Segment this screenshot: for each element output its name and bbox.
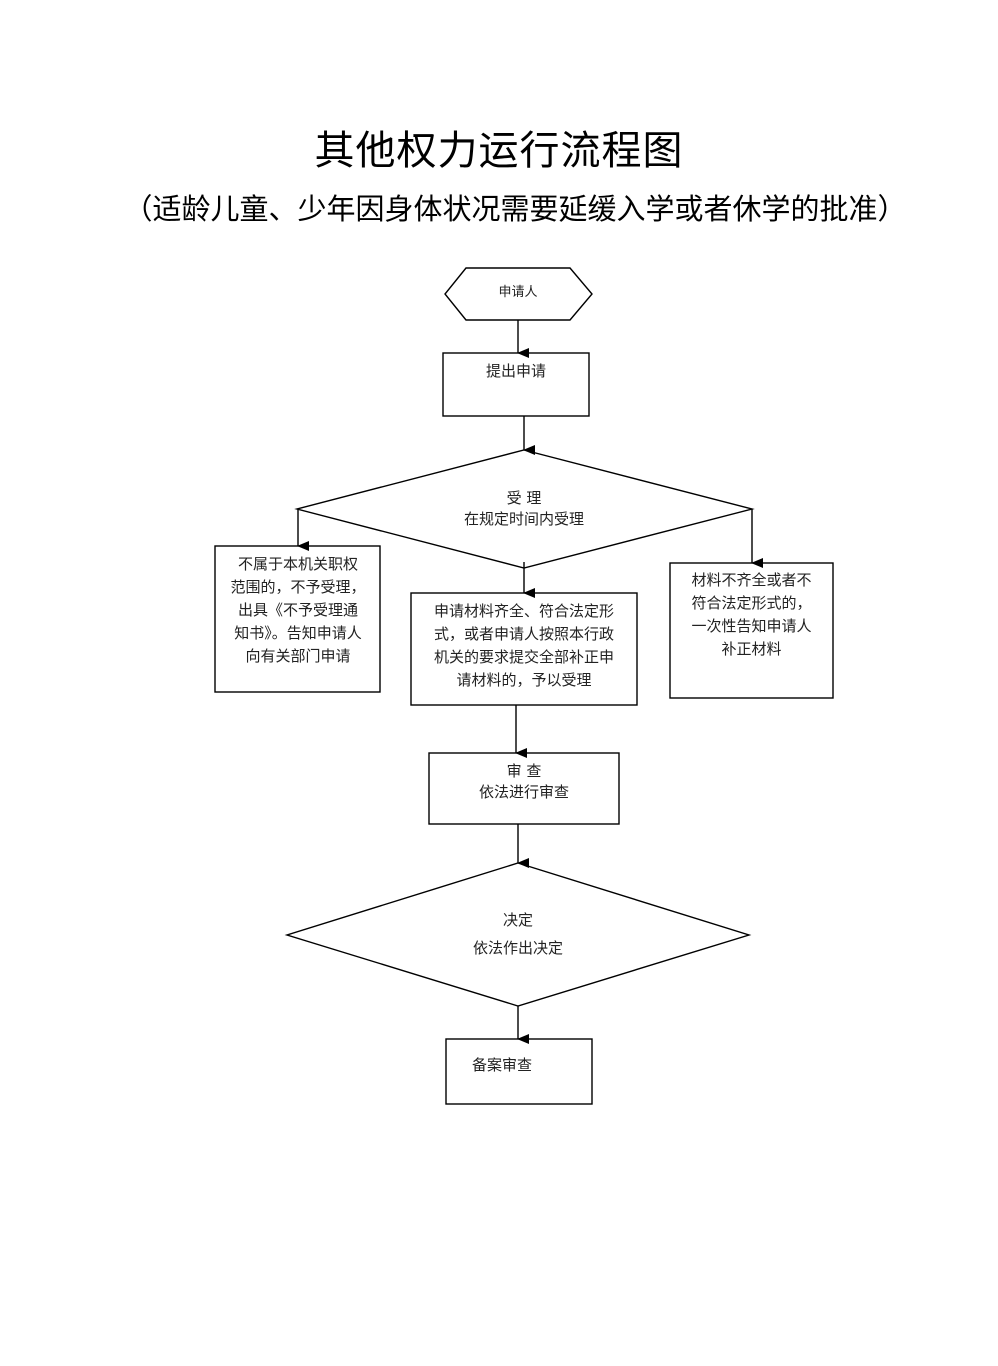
supplement-line: 一次性告知申请人 — [691, 617, 812, 635]
accepted-line: 申请材料齐全、符合法定形 — [433, 602, 614, 620]
reject-line: 向有关部门申请 — [245, 647, 351, 665]
decision-title: 决定 — [502, 911, 533, 929]
page-subtitle: （适龄儿童、少年因身体状况需要延缓入学或者休学的批准） — [123, 192, 907, 226]
accepted-line: 式，或者申请人按照本行政 — [433, 625, 614, 643]
decision-diamond — [284, 862, 752, 1007]
reject-text: 不属于本机关职权 范围的，不予受理， 出具《不予受理通 知书》。告知申请人 向有… — [218, 553, 378, 668]
accepted-line: 机关的要求提交全部补正申 — [433, 648, 614, 666]
reject-line: 范围的，不予受理， — [230, 578, 366, 596]
page-title: 其他权力运行流程图 — [314, 128, 684, 174]
applicant-label: 申请人 — [498, 285, 538, 300]
review-text: 依法进行审查 — [478, 783, 569, 801]
accepted-text: 申请材料齐全、符合法定形 式，或者申请人按照本行政 机关的要求提交全部补正申 请… — [413, 600, 635, 692]
applicant-hexagon — [444, 267, 593, 321]
supplement-line: 补正材料 — [721, 640, 782, 658]
reject-line: 知书》。告知申请人 — [234, 624, 362, 642]
decision-text: 依法作出决定 — [472, 939, 563, 957]
accepted-line: 请材料的，予以受理 — [456, 671, 592, 689]
reject-line: 出具《不予受理通 — [237, 601, 358, 619]
supplement-line: 材料不齐全或者不 — [691, 571, 812, 589]
submit-box — [442, 352, 590, 417]
accept-title: 受 理 — [506, 489, 542, 507]
submit-label: 提出申请 — [485, 362, 546, 380]
archive-label: 备案审查 — [471, 1056, 532, 1074]
archive-box — [445, 1038, 593, 1105]
review-box — [428, 752, 620, 825]
supplement-line: 符合法定形式的， — [691, 594, 812, 612]
accepted-box — [410, 592, 638, 706]
reject-box — [214, 545, 381, 693]
supplement-text: 材料不齐全或者不 符合法定形式的， 一次性告知申请人 补正材料 — [672, 569, 831, 661]
review-title: 审 查 — [506, 762, 542, 780]
reject-line: 不属于本机关职权 — [237, 555, 358, 573]
accept-text: 在规定时间内受理 — [463, 510, 584, 528]
supplement-box — [669, 562, 834, 699]
